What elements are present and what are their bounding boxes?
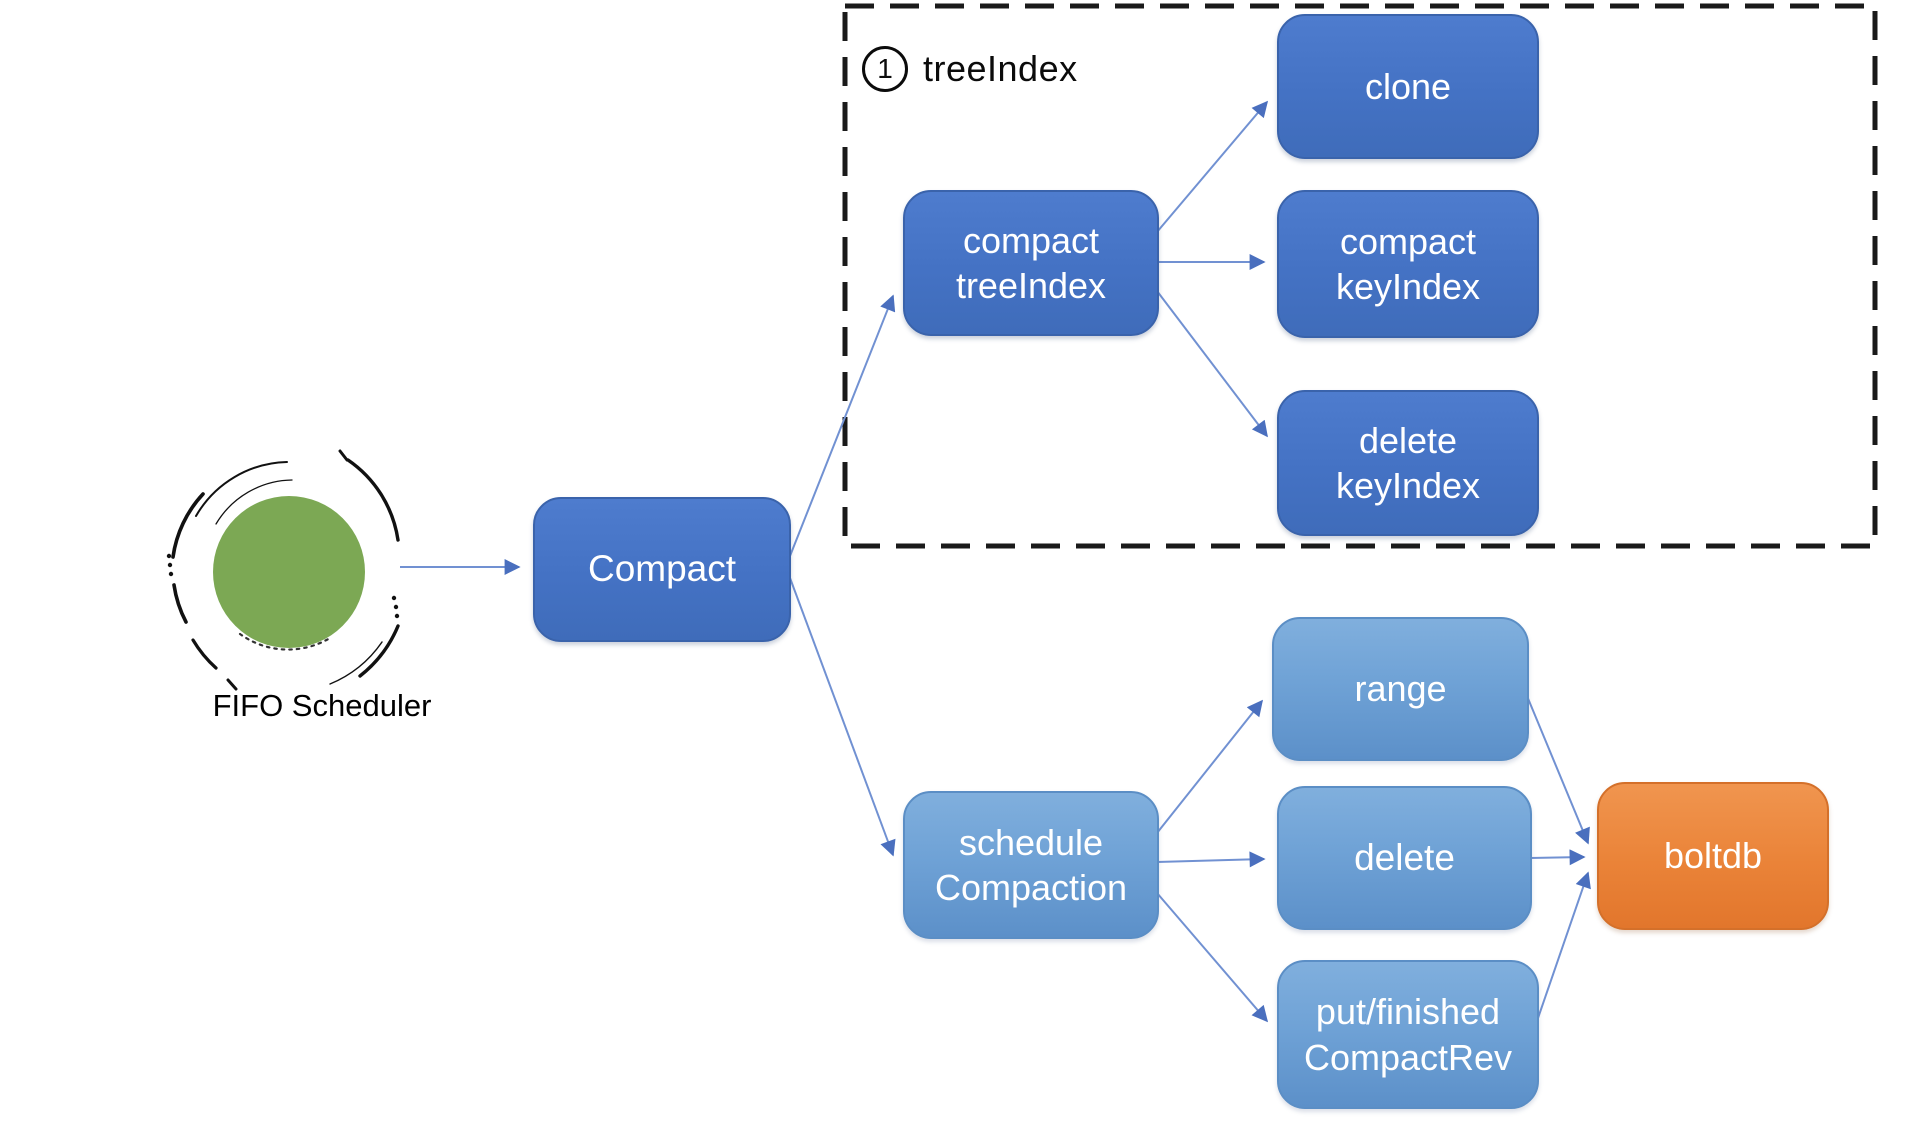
arrow-schedule-compaction-to-put-finished xyxy=(1156,892,1269,1023)
arrow-compact-to-schedule-compaction xyxy=(789,577,896,857)
arrow-compact-treeindex-to-clone xyxy=(1156,100,1269,233)
node-range: range xyxy=(1272,617,1529,761)
node-boltdb: boltdb xyxy=(1597,782,1829,930)
arrow-schedule-compaction-to-range xyxy=(1156,699,1263,834)
treeindex-group-border xyxy=(842,3,1878,549)
arrow-compact-treeindex-to-delete-keyindex xyxy=(1156,290,1268,438)
arrow-schedule-compaction-to-delete xyxy=(1156,851,1266,868)
node-compact: Compact xyxy=(533,497,791,642)
arrow-delete-to-boltdb xyxy=(1529,849,1586,866)
node-schedule-compaction-label: schedule Compaction xyxy=(934,821,1128,908)
node-compact-keyindex-label: compact keyIndex xyxy=(1335,220,1481,307)
circled-number-icon: 1 xyxy=(862,46,908,92)
treeindex-group-title: treeIndex xyxy=(923,48,1078,89)
node-compact-keyindex: compact keyIndex xyxy=(1277,190,1539,338)
arrow-put-finished-to-boltdb xyxy=(1536,871,1591,1022)
node-clone-label: clone xyxy=(1364,65,1452,107)
node-delete-keyindex-label: delete keyIndex xyxy=(1335,419,1481,506)
node-clone: clone xyxy=(1277,14,1539,159)
fifo-scheduler-caption: FIFO Scheduler xyxy=(212,688,432,723)
node-boltdb-label: boltdb xyxy=(1663,835,1763,877)
node-range-label: range xyxy=(1354,668,1447,710)
arrow-range-to-boltdb xyxy=(1526,695,1590,845)
node-put-finished-compactrev-label: put/finished CompactRev xyxy=(1303,991,1513,1078)
node-delete-label: delete xyxy=(1354,836,1455,878)
fifo-scheduler-circle xyxy=(213,496,365,648)
node-compact-label: Compact xyxy=(587,548,737,590)
node-delete-keyindex: delete keyIndex xyxy=(1277,390,1539,536)
arrow-compact-to-compact-treeindex xyxy=(789,294,896,557)
sketch-highlight-icon xyxy=(166,449,400,691)
node-put-finished-compactrev: put/finished CompactRev xyxy=(1277,960,1539,1109)
node-delete: delete xyxy=(1277,786,1532,930)
treeindex-group-label: 1 treeIndex xyxy=(862,46,1078,92)
node-compact-treeindex: compact treeIndex xyxy=(903,190,1159,336)
node-schedule-compaction: schedule Compaction xyxy=(903,791,1159,939)
node-compact-treeindex-label: compact treeIndex xyxy=(955,219,1107,306)
